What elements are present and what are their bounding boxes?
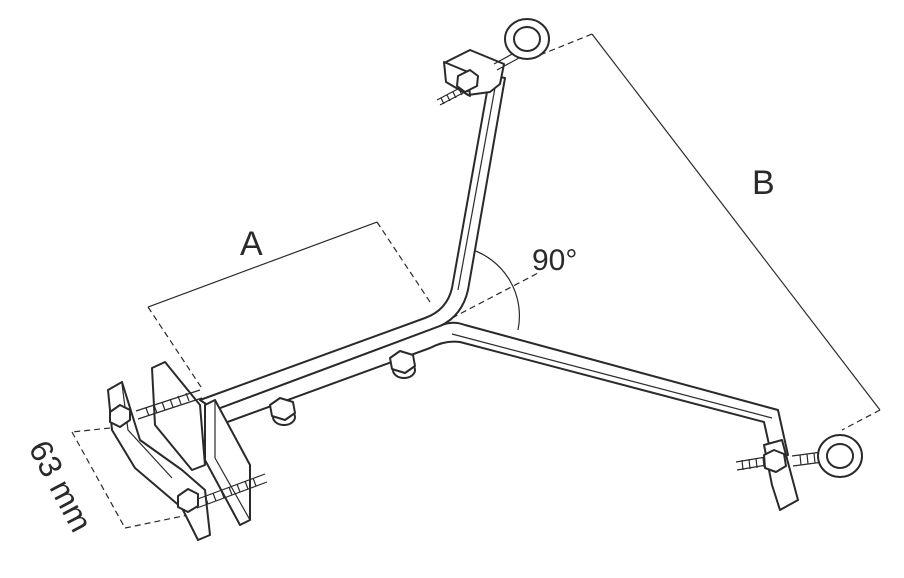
right-angle-arc (469, 248, 521, 331)
label-dimension: 63 mm (22, 434, 100, 537)
right-arm (214, 321, 863, 511)
label-b: B (752, 164, 775, 202)
dimension-b-lines (539, 33, 881, 431)
hex-nut-icon (269, 397, 296, 421)
top-arm (199, 18, 550, 411)
pipe-clamp (107, 361, 211, 541)
clamp-bolt-upper (109, 389, 203, 428)
label-angle: 90° (532, 244, 577, 277)
hex-nut-icon (109, 404, 131, 428)
arm-bolt-left (269, 397, 296, 426)
dimension-a-lines (147, 221, 433, 391)
dimension-63mm-lines (71, 426, 189, 529)
clamp-bolt-lower (177, 473, 268, 513)
arm-bolt-right (389, 350, 416, 379)
hex-nut-icon (177, 488, 199, 513)
label-a: A (240, 225, 263, 263)
hex-nut-icon (389, 350, 416, 374)
